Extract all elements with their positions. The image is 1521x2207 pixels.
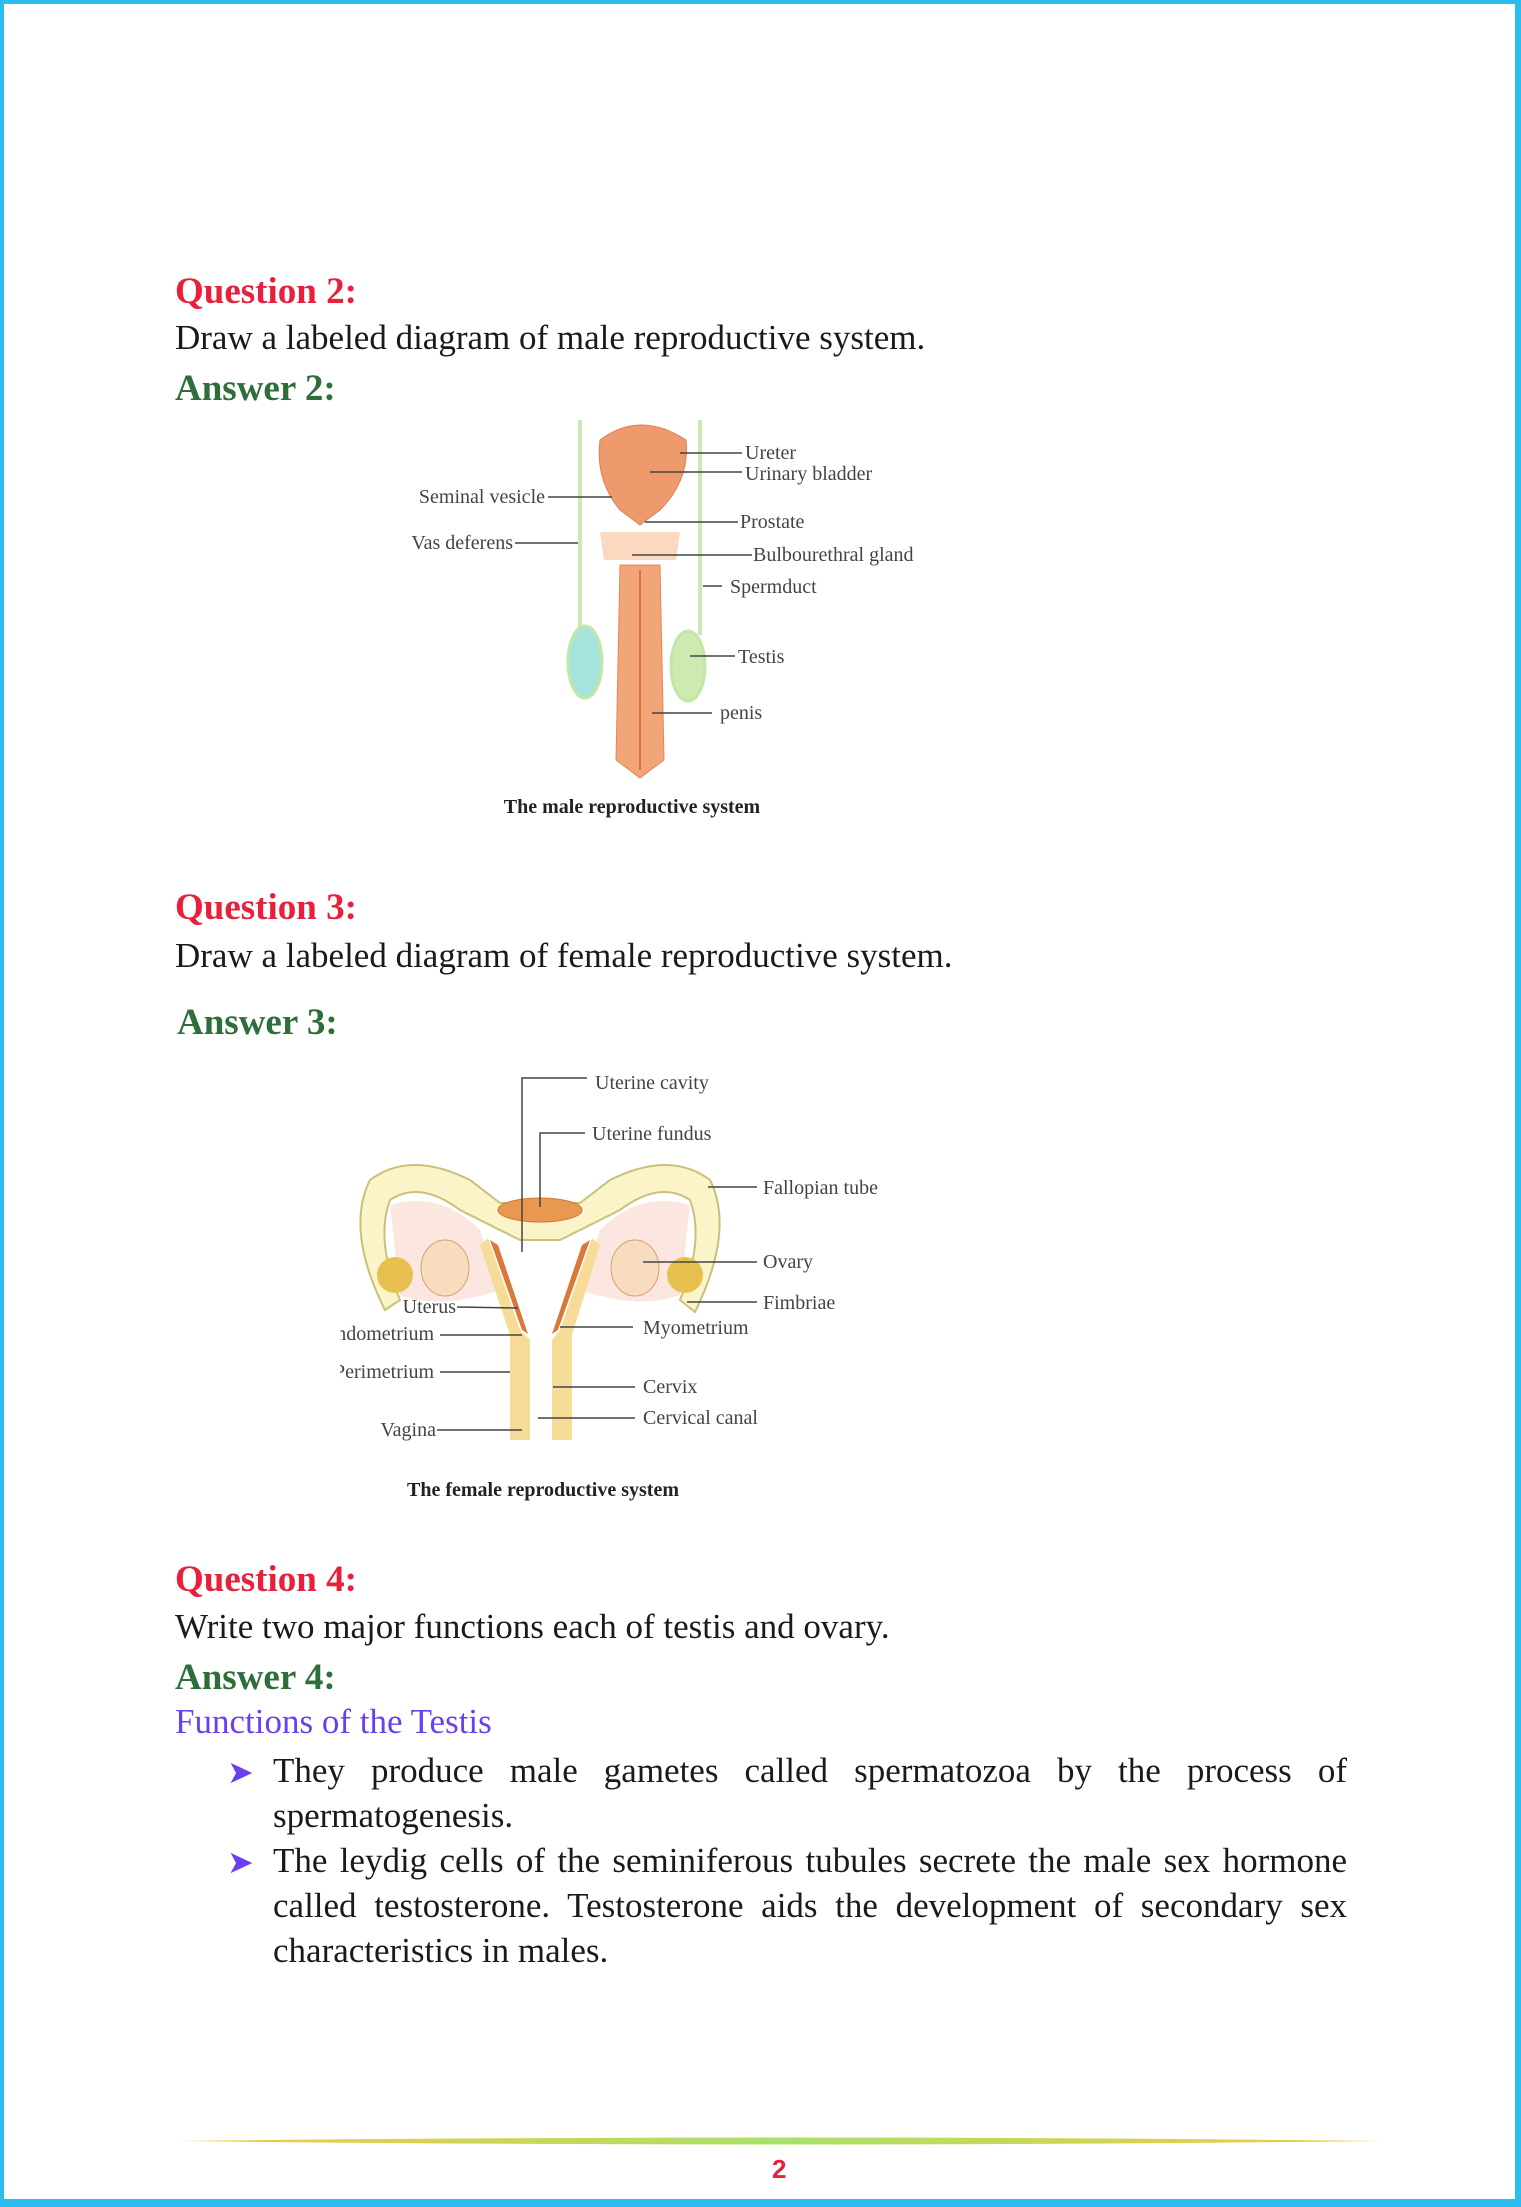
answer-2-label: Answer 2:	[175, 368, 336, 409]
female-diagram-caption: The female reproductive system	[407, 1479, 679, 1501]
label-testis: Testis	[738, 646, 785, 668]
question-4-label: Question 4:	[175, 1559, 357, 1600]
question-3-text: Draw a labeled diagram of female reprodu…	[175, 936, 953, 975]
label-perimetrium: Perimetrium	[340, 1361, 434, 1383]
label-seminal-vesicle: Seminal vesicle	[419, 486, 545, 508]
female-anatomy-illustration	[359, 1164, 721, 1440]
label-uterus: Uterus	[403, 1296, 457, 1318]
label-vagina: Vagina	[380, 1419, 436, 1441]
page-number: 2	[772, 2154, 787, 2184]
female-reproductive-diagram: Uterine cavity Uterine fundus Fallopian …	[340, 1072, 878, 1501]
male-anatomy-illustration	[566, 420, 707, 779]
label-cervix: Cervix	[643, 1376, 697, 1398]
label-spermduct: Spermduct	[730, 576, 817, 598]
label-vas-deferens: Vas deferens	[411, 532, 513, 554]
label-cervical-canal: Cervical canal	[643, 1407, 758, 1429]
page	[4, 4, 1515, 2199]
label-ureter: Ureter	[745, 442, 796, 464]
answer-3-label: Answer 3:	[177, 1002, 338, 1043]
label-ovary: Ovary	[763, 1251, 813, 1273]
question-3-label: Question 3:	[175, 887, 357, 928]
label-fallopian-tube: Fallopian tube	[763, 1177, 878, 1199]
footer-divider	[179, 2137, 1382, 2145]
male-diagram-caption: The male reproductive system	[504, 796, 761, 818]
answer-4-label: Answer 4:	[175, 1657, 336, 1698]
label-bulbourethral-gland: Bulbourethral gland	[753, 544, 914, 566]
testis-functions-subheading: Functions of the Testis	[175, 1702, 492, 1741]
list-item: ➤ They produce male gametes called sperm…	[227, 1748, 1347, 1838]
question-2-text: Draw a labeled diagram of male reproduct…	[175, 318, 926, 357]
label-penis: penis	[720, 702, 762, 724]
label-fimbriae: Fimbriae	[763, 1292, 835, 1314]
bullet-text: They produce male gametes called spermat…	[273, 1751, 1347, 1835]
label-urinary-bladder: Urinary bladder	[745, 463, 873, 485]
label-myometrium: Myometrium	[643, 1317, 749, 1339]
label-prostate: Prostate	[740, 511, 805, 533]
arrow-bullet-icon: ➤	[227, 1754, 254, 1790]
arrow-bullet-icon: ➤	[227, 1844, 254, 1880]
bullet-text: The leydig cells of the seminiferous tub…	[273, 1841, 1347, 1970]
question-4-text: Write two major functions each of testis…	[175, 1607, 890, 1646]
list-item: ➤ The leydig cells of the seminiferous t…	[227, 1838, 1347, 1973]
label-endometrium: Endometrium	[340, 1323, 434, 1345]
male-reproductive-diagram: Ureter Urinary bladder Seminal vesicle V…	[411, 420, 914, 818]
question-2-label: Question 2:	[175, 271, 357, 312]
label-uterine-fundus: Uterine fundus	[592, 1123, 712, 1145]
label-uterine-cavity: Uterine cavity	[595, 1072, 709, 1094]
